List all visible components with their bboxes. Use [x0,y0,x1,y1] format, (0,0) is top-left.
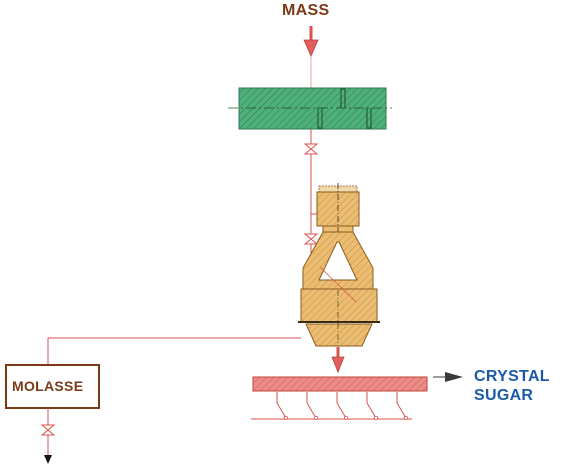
mixer-tank [228,87,392,130]
mass-inlet-arrow [303,26,319,57]
molasse-outlet-arrow-icon [44,455,52,464]
molasse-tank [5,364,100,409]
crystal-sugar-label-line1: CRYSTAL [474,368,550,385]
centrifuge-basket [298,231,380,347]
crystal-sugar-label: CRYSTAL SUGAR [474,367,550,405]
valve-icon [40,424,56,436]
molasse-pipe [47,337,301,365]
valve-icon [303,233,319,245]
mass-label: MASS [282,2,330,19]
sugar-conveyor [251,376,428,420]
crystal-sugar-arrow-icon [433,372,463,382]
molasse-label: MOLASSE [12,378,84,394]
valve-icon [303,143,319,155]
centrifuge-motor [316,183,360,233]
crystal-sugar-label-line2: SUGAR [474,387,534,404]
sugar-discharge-arrow [331,347,345,374]
